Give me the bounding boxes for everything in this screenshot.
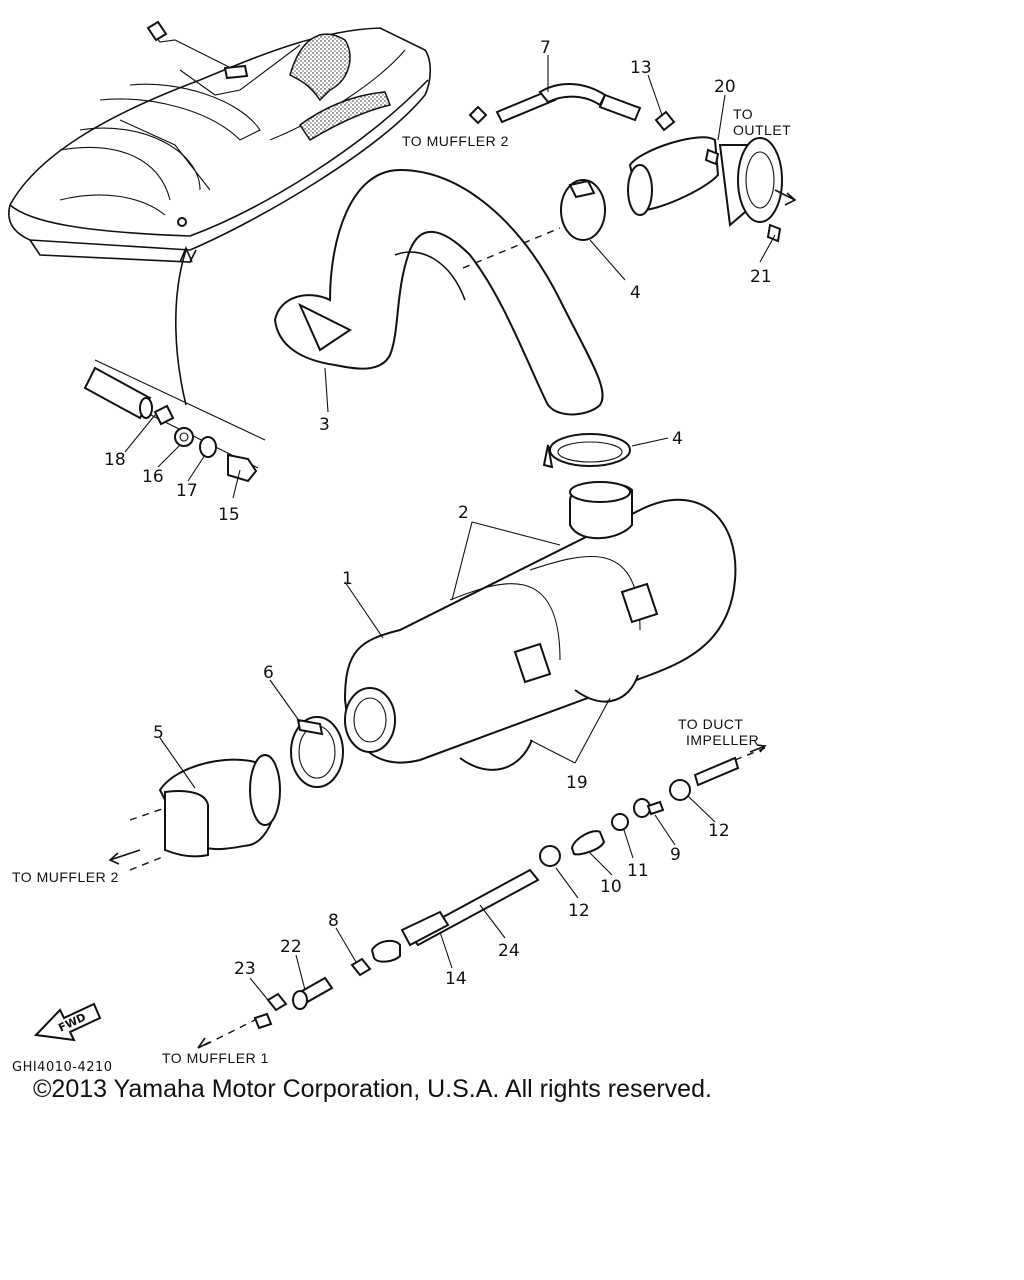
callout-17: 17 (176, 481, 198, 501)
drawing-code: GHI4010-4210 (12, 1060, 113, 1075)
callout-4-lower: 4 (672, 429, 683, 449)
hose-5-assembly (108, 716, 344, 871)
callout-13: 13 (630, 58, 652, 78)
exhaust-pipe (273, 168, 604, 416)
copyright-notice: ©2013 Yamaha Motor Corporation, U.S.A. A… (33, 1075, 712, 1103)
callout-23: 23 (234, 959, 256, 979)
callout-labels: 1 2 3 4 4 5 6 7 8 9 10 11 12 12 13 14 15… (104, 38, 772, 989)
leader-lines (124, 55, 776, 1001)
callout-6: 6 (263, 663, 274, 683)
callout-7: 7 (540, 38, 551, 58)
callout-3: 3 (319, 415, 330, 435)
note-to-duct-1: TO DUCT (678, 716, 743, 732)
callout-2: 2 (458, 503, 469, 523)
callout-16: 16 (142, 467, 164, 487)
forward-arrow-icon: FWD (33, 1002, 102, 1042)
note-to-outlet-1: TO (733, 106, 753, 122)
callout-11: 11 (627, 861, 649, 881)
note-to-outlet-2: OUTLET (733, 122, 791, 138)
callout-4-upper: 4 (630, 283, 641, 303)
callout-12-right: 12 (708, 821, 730, 841)
water-line-assembly (197, 744, 767, 1049)
clamp-lower (542, 433, 631, 469)
callout-22: 22 (280, 937, 302, 957)
callout-5: 5 (153, 723, 164, 743)
callout-19: 19 (566, 773, 588, 793)
watercraft-illustration (8, 20, 432, 263)
callout-24: 24 (498, 941, 520, 961)
callout-15: 15 (218, 505, 240, 525)
callout-1: 1 (342, 569, 353, 589)
drain-assembly (83, 245, 266, 483)
callout-18: 18 (104, 450, 126, 470)
callout-14: 14 (445, 969, 467, 989)
callout-10: 10 (600, 877, 622, 897)
callout-8: 8 (328, 911, 339, 931)
callout-20: 20 (714, 77, 736, 97)
note-to-muffler-2-left: TO MUFFLER 2 (12, 869, 119, 885)
note-to-duct-2: IMPELLER (686, 732, 759, 748)
callout-21: 21 (750, 267, 772, 287)
routing-notes: TO MUFFLER 2 TO OUTLET TO DUCT IMPELLER … (12, 106, 791, 1066)
note-to-muffler-1: TO MUFFLER 1 (162, 1050, 269, 1066)
callout-9: 9 (670, 845, 681, 865)
note-to-muffler-2-top: TO MUFFLER 2 (402, 133, 509, 149)
callout-12-center: 12 (568, 901, 590, 921)
outlet-assembly (468, 83, 797, 243)
muffler-body (343, 481, 737, 771)
